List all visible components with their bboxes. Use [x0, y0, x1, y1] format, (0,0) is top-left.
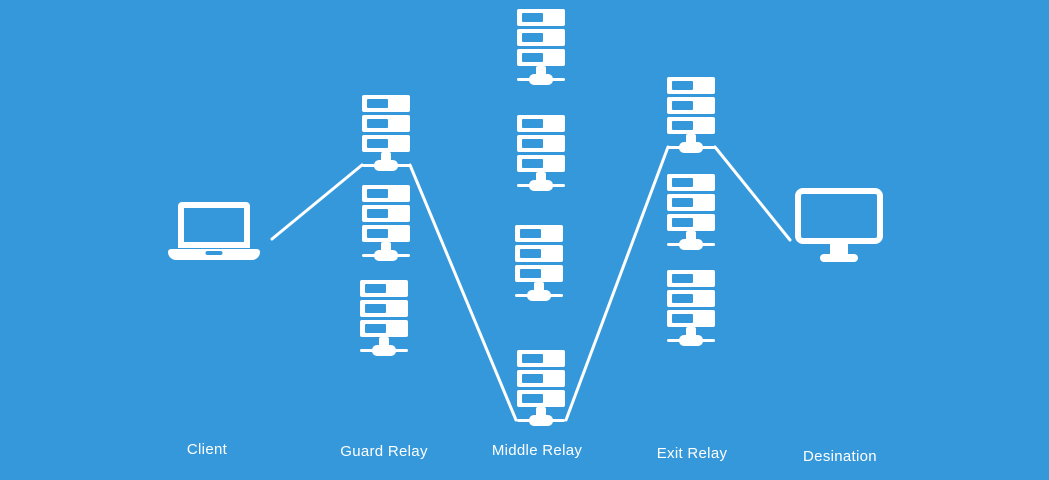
laptop-screen [178, 202, 250, 248]
client-laptop-icon [168, 202, 260, 260]
connection-exit-to-destination [713, 145, 792, 242]
middle-relay-server-icon [515, 225, 563, 302]
monitor-base [820, 254, 858, 262]
monitor-stand [830, 242, 848, 254]
label-exit-relay: Exit Relay [656, 445, 728, 462]
guard-relay-server-icon [360, 280, 408, 357]
label-guard-relay: Guard Relay [340, 443, 428, 460]
monitor-screen [795, 188, 883, 244]
middle-relay-server-icon [517, 350, 565, 427]
guard-relay-server-icon [362, 185, 410, 262]
exit-relay-server-icon [667, 77, 715, 154]
middle-relay-server-icon [517, 9, 565, 86]
exit-relay-server-icon [667, 270, 715, 347]
label-destination: Desination [803, 448, 877, 465]
guard-relay-server-icon [362, 95, 410, 172]
label-client: Client [186, 441, 228, 458]
connection-middle-to-exit [564, 145, 670, 422]
exit-relay-server-icon [667, 174, 715, 251]
middle-relay-server-icon [517, 115, 565, 192]
destination-monitor-icon [795, 188, 883, 262]
laptop-base [168, 249, 260, 260]
label-middle-relay: Middle Relay [491, 442, 583, 459]
connection-client-to-guard [270, 163, 364, 241]
connection-guard-to-middle [408, 163, 518, 422]
